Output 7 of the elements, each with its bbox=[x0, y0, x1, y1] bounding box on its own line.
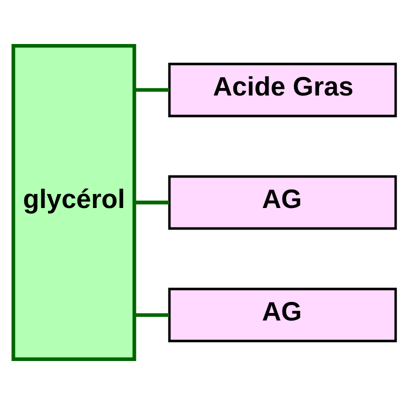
connector bbox=[134, 88, 170, 92]
connector bbox=[134, 313, 170, 317]
node-box: AG bbox=[168, 175, 397, 230]
node-box: glycérol bbox=[12, 44, 136, 361]
node-box: Acide Gras bbox=[168, 62, 397, 118]
connector bbox=[134, 200, 170, 204]
node-box: AG bbox=[168, 288, 397, 342]
